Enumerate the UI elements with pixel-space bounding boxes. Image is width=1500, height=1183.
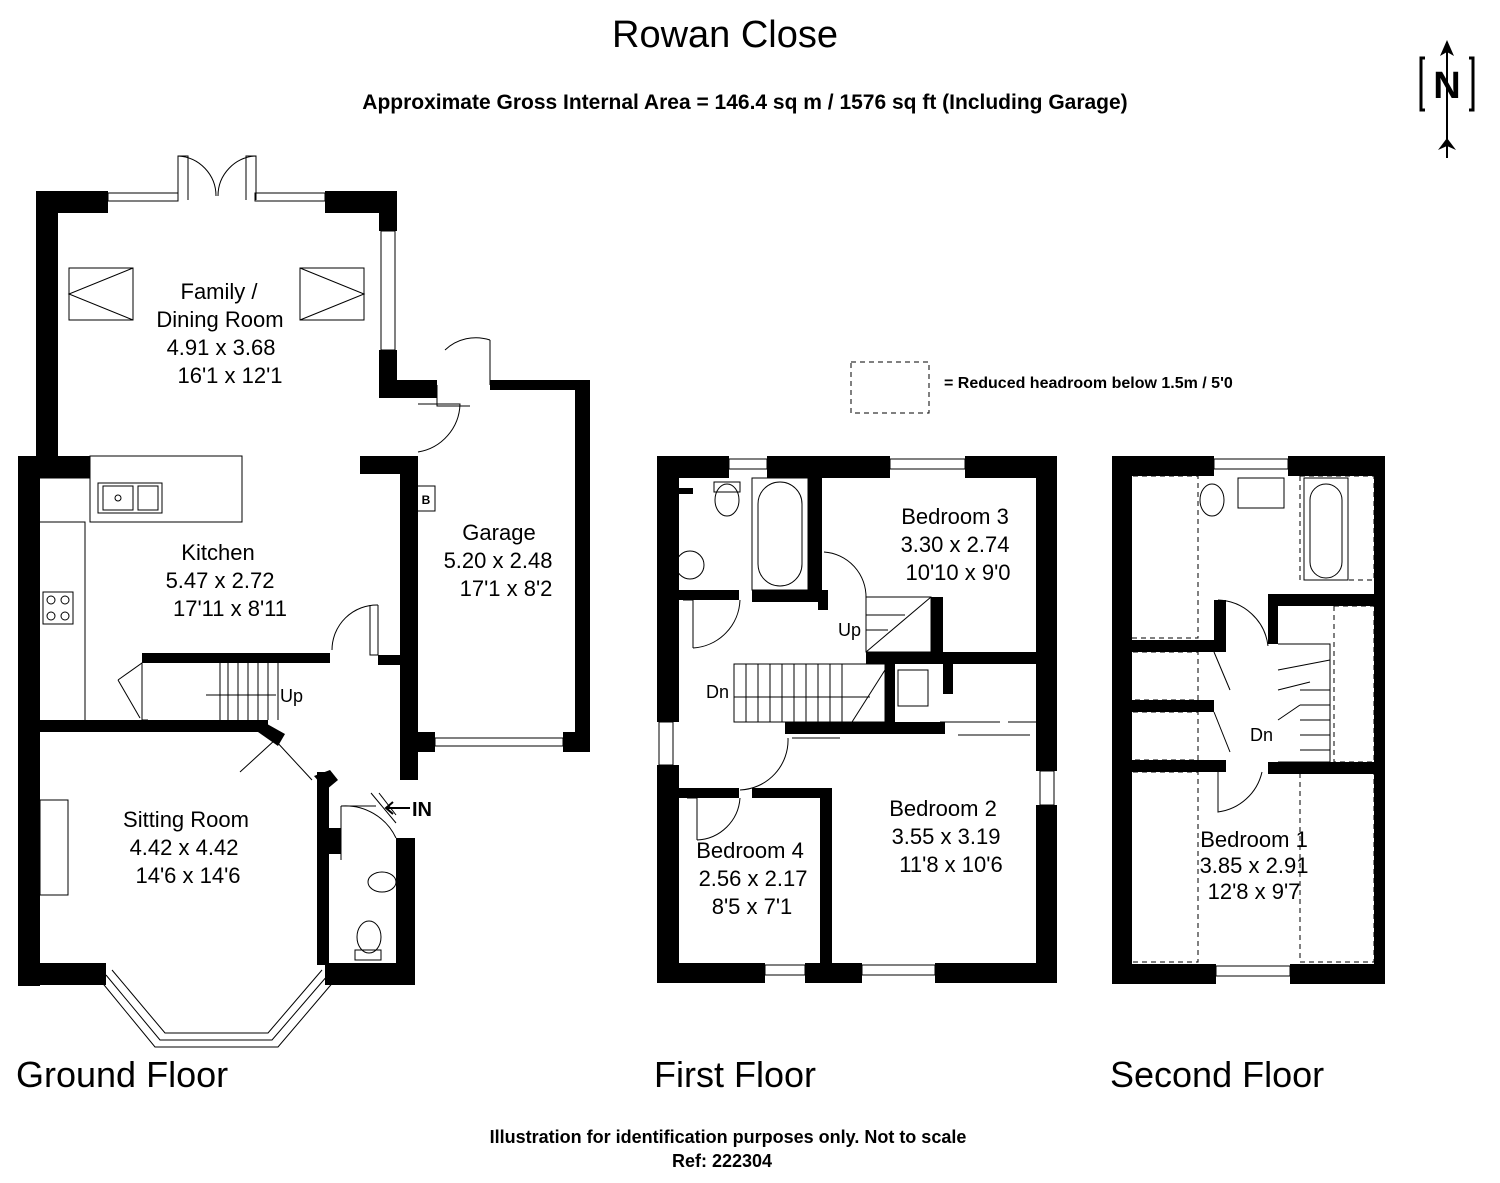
reduced-headroom-areas xyxy=(1123,475,1375,963)
ground-floor-fittings xyxy=(39,155,564,1048)
second-floor-walls xyxy=(1112,456,1385,984)
gross-area-text: Approximate Gross Internal Area = 146.4 … xyxy=(362,91,1128,114)
legend-text: = Reduced headroom below 1.5m / 5'0 xyxy=(944,375,1233,392)
bedroom1-name: Bedroom 1 xyxy=(1200,827,1308,852)
bedroom1-metric: 3.85 x 2.91 xyxy=(1200,853,1309,878)
bedroom2-name: Bedroom 2 xyxy=(889,796,997,821)
kitchen-imperial: 17'11 x 8'11 xyxy=(173,596,287,621)
first-floor-label: First Floor xyxy=(654,1054,816,1095)
bedroom2-imperial: 11'8 x 10'6 xyxy=(899,852,1002,877)
entrance-arrow-icon xyxy=(384,801,410,815)
stairs-down-label-second: Dn xyxy=(1250,725,1273,745)
plan-title: Rowan Close xyxy=(612,14,838,56)
bedroom4-metric: 2.56 x 2.17 xyxy=(699,866,808,891)
second-floor-fittings xyxy=(1199,458,1349,977)
second-floor-label: Second Floor xyxy=(1110,1054,1325,1095)
ground-floor-label: Ground Floor xyxy=(16,1054,229,1095)
garage-name: Garage xyxy=(462,520,535,545)
first-floor-fittings xyxy=(658,458,1055,976)
bedroom2-metric: 3.55 x 3.19 xyxy=(892,824,1001,849)
bedroom1-imperial: 12'8 x 9'7 xyxy=(1208,879,1301,904)
legend-swatch xyxy=(850,361,930,414)
ground-floor-walls xyxy=(18,191,590,986)
kitchen-metric: 5.47 x 2.72 xyxy=(166,568,275,593)
north-compass-icon: N xyxy=(1419,40,1475,158)
reference-text: Ref: 222304 xyxy=(671,1151,773,1171)
boiler-label: B xyxy=(422,493,431,507)
bedroom3-metric: 3.30 x 2.74 xyxy=(901,532,1010,557)
stairs-up-label-ground: Up xyxy=(280,686,303,706)
family-room-name-line1: Family / xyxy=(181,279,259,304)
first-floor-walls xyxy=(657,456,1057,983)
stairs-up-label-first: Up xyxy=(838,620,861,640)
compass-letter: N xyxy=(1433,65,1460,107)
family-room-imperial: 16'1 x 12'1 xyxy=(177,363,282,388)
disclaimer-text: Illustration for identification purposes… xyxy=(489,1127,967,1147)
bedroom3-imperial: 10'10 x 9'0 xyxy=(905,560,1010,585)
family-room-metric: 4.91 x 3.68 xyxy=(167,335,276,360)
sitting-room-imperial: 14'6 x 14'6 xyxy=(135,863,240,888)
bedroom3-name: Bedroom 3 xyxy=(901,504,1009,529)
stairs-down-label-first: Dn xyxy=(706,682,729,702)
bedroom4-imperial: 8'5 x 7'1 xyxy=(712,894,793,919)
garage-metric: 5.20 x 2.48 xyxy=(444,548,553,573)
kitchen-name: Kitchen xyxy=(181,540,254,565)
garage-imperial: 17'1 x 8'2 xyxy=(460,576,553,601)
sitting-room-name: Sitting Room xyxy=(123,807,249,832)
sitting-room-metric: 4.42 x 4.42 xyxy=(130,835,239,860)
family-room-name-line2: Dining Room xyxy=(156,307,283,332)
bedroom4-name: Bedroom 4 xyxy=(696,838,804,863)
entrance-label: IN xyxy=(412,799,432,821)
